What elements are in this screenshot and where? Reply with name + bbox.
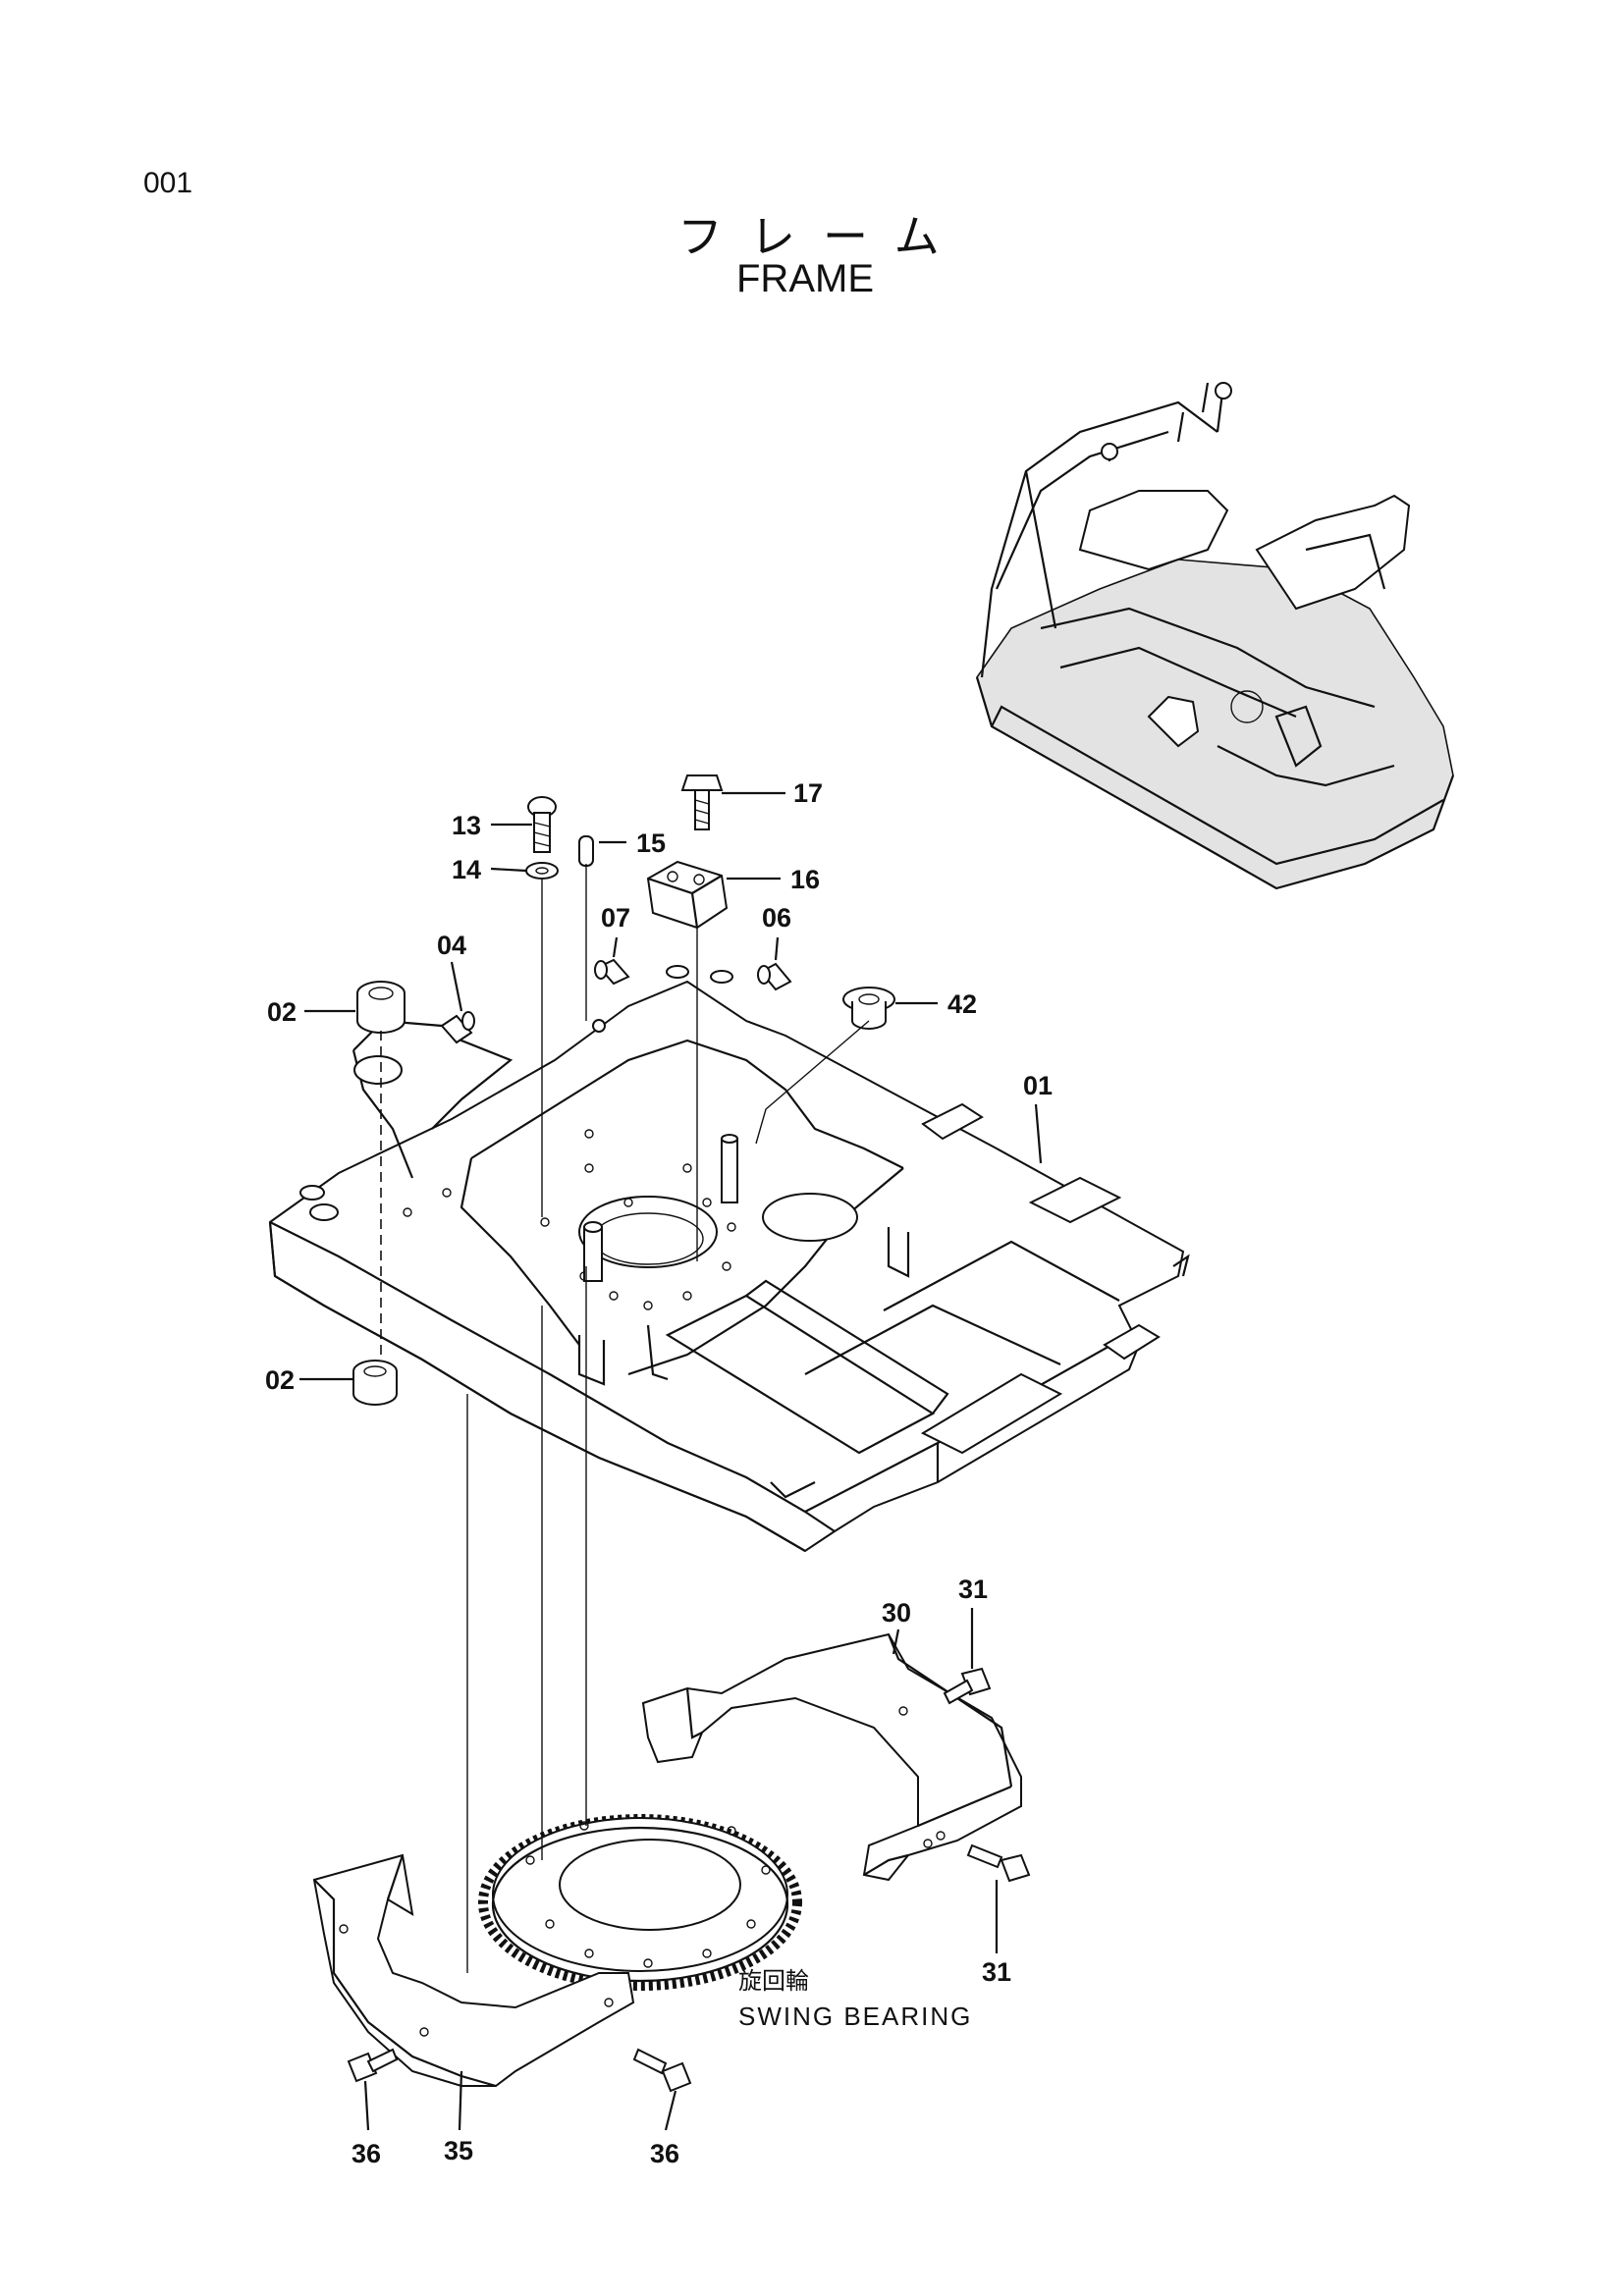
label-part-02-lower: 02 [265, 1365, 295, 1395]
grease-fitting-part-06 [757, 962, 792, 991]
label-part-16: 16 [790, 865, 820, 894]
block-part-16 [646, 860, 729, 930]
label-part-15: 15 [636, 828, 666, 858]
swing-bearing-ring [478, 1814, 802, 1991]
label-part-14: 14 [452, 855, 481, 884]
pin-part-15 [578, 835, 594, 867]
washer-part-14 [525, 862, 559, 880]
bushing-part-02-lower [352, 1360, 398, 1406]
swing-bearing-caption-english: SWING BEARING [738, 2002, 972, 2031]
label-part-42: 42 [947, 989, 977, 1019]
label-part-13: 13 [452, 811, 481, 840]
label-part-06: 06 [762, 903, 791, 933]
title-japanese: フレーム [677, 210, 967, 263]
grease-fitting-part-04 [440, 1011, 475, 1044]
label-part-31-lower: 31 [982, 1957, 1011, 1987]
label-part-04: 04 [437, 931, 466, 960]
alignment-lines [380, 864, 870, 1973]
label-part-35: 35 [444, 2136, 473, 2165]
label-part-07: 07 [601, 903, 630, 933]
page-number: 001 [143, 167, 193, 199]
label-part-01: 01 [1023, 1071, 1053, 1100]
grommet-part-42 [842, 987, 895, 1030]
swing-bearing-caption-japanese: 旋回輪 [738, 1967, 809, 1995]
leader-lines [299, 791, 1043, 2131]
bolt-part-36-right [632, 2048, 692, 2093]
grease-fitting-part-07 [594, 958, 630, 986]
main-frame-part-01 [268, 965, 1190, 1553]
bolt-part-31-upper [943, 1667, 992, 1705]
bolt-part-13 [527, 796, 557, 853]
label-part-31-upper: 31 [958, 1575, 988, 1604]
label-part-30: 30 [882, 1598, 911, 1628]
cover-part-30 [641, 1632, 1022, 1882]
label-part-36-left: 36 [352, 2139, 381, 2168]
label-part-17: 17 [793, 778, 823, 808]
title-english: FRAME [736, 257, 874, 300]
excavator-overview-illustration [975, 382, 1455, 890]
bolt-part-31-lower [966, 1843, 1031, 1883]
bolt-part-36-left [347, 2048, 399, 2083]
bushing-part-02-upper [356, 981, 406, 1034]
label-part-36-right: 36 [650, 2139, 679, 2168]
label-part-02-upper: 02 [267, 997, 297, 1027]
bolt-part-17 [680, 774, 724, 830]
